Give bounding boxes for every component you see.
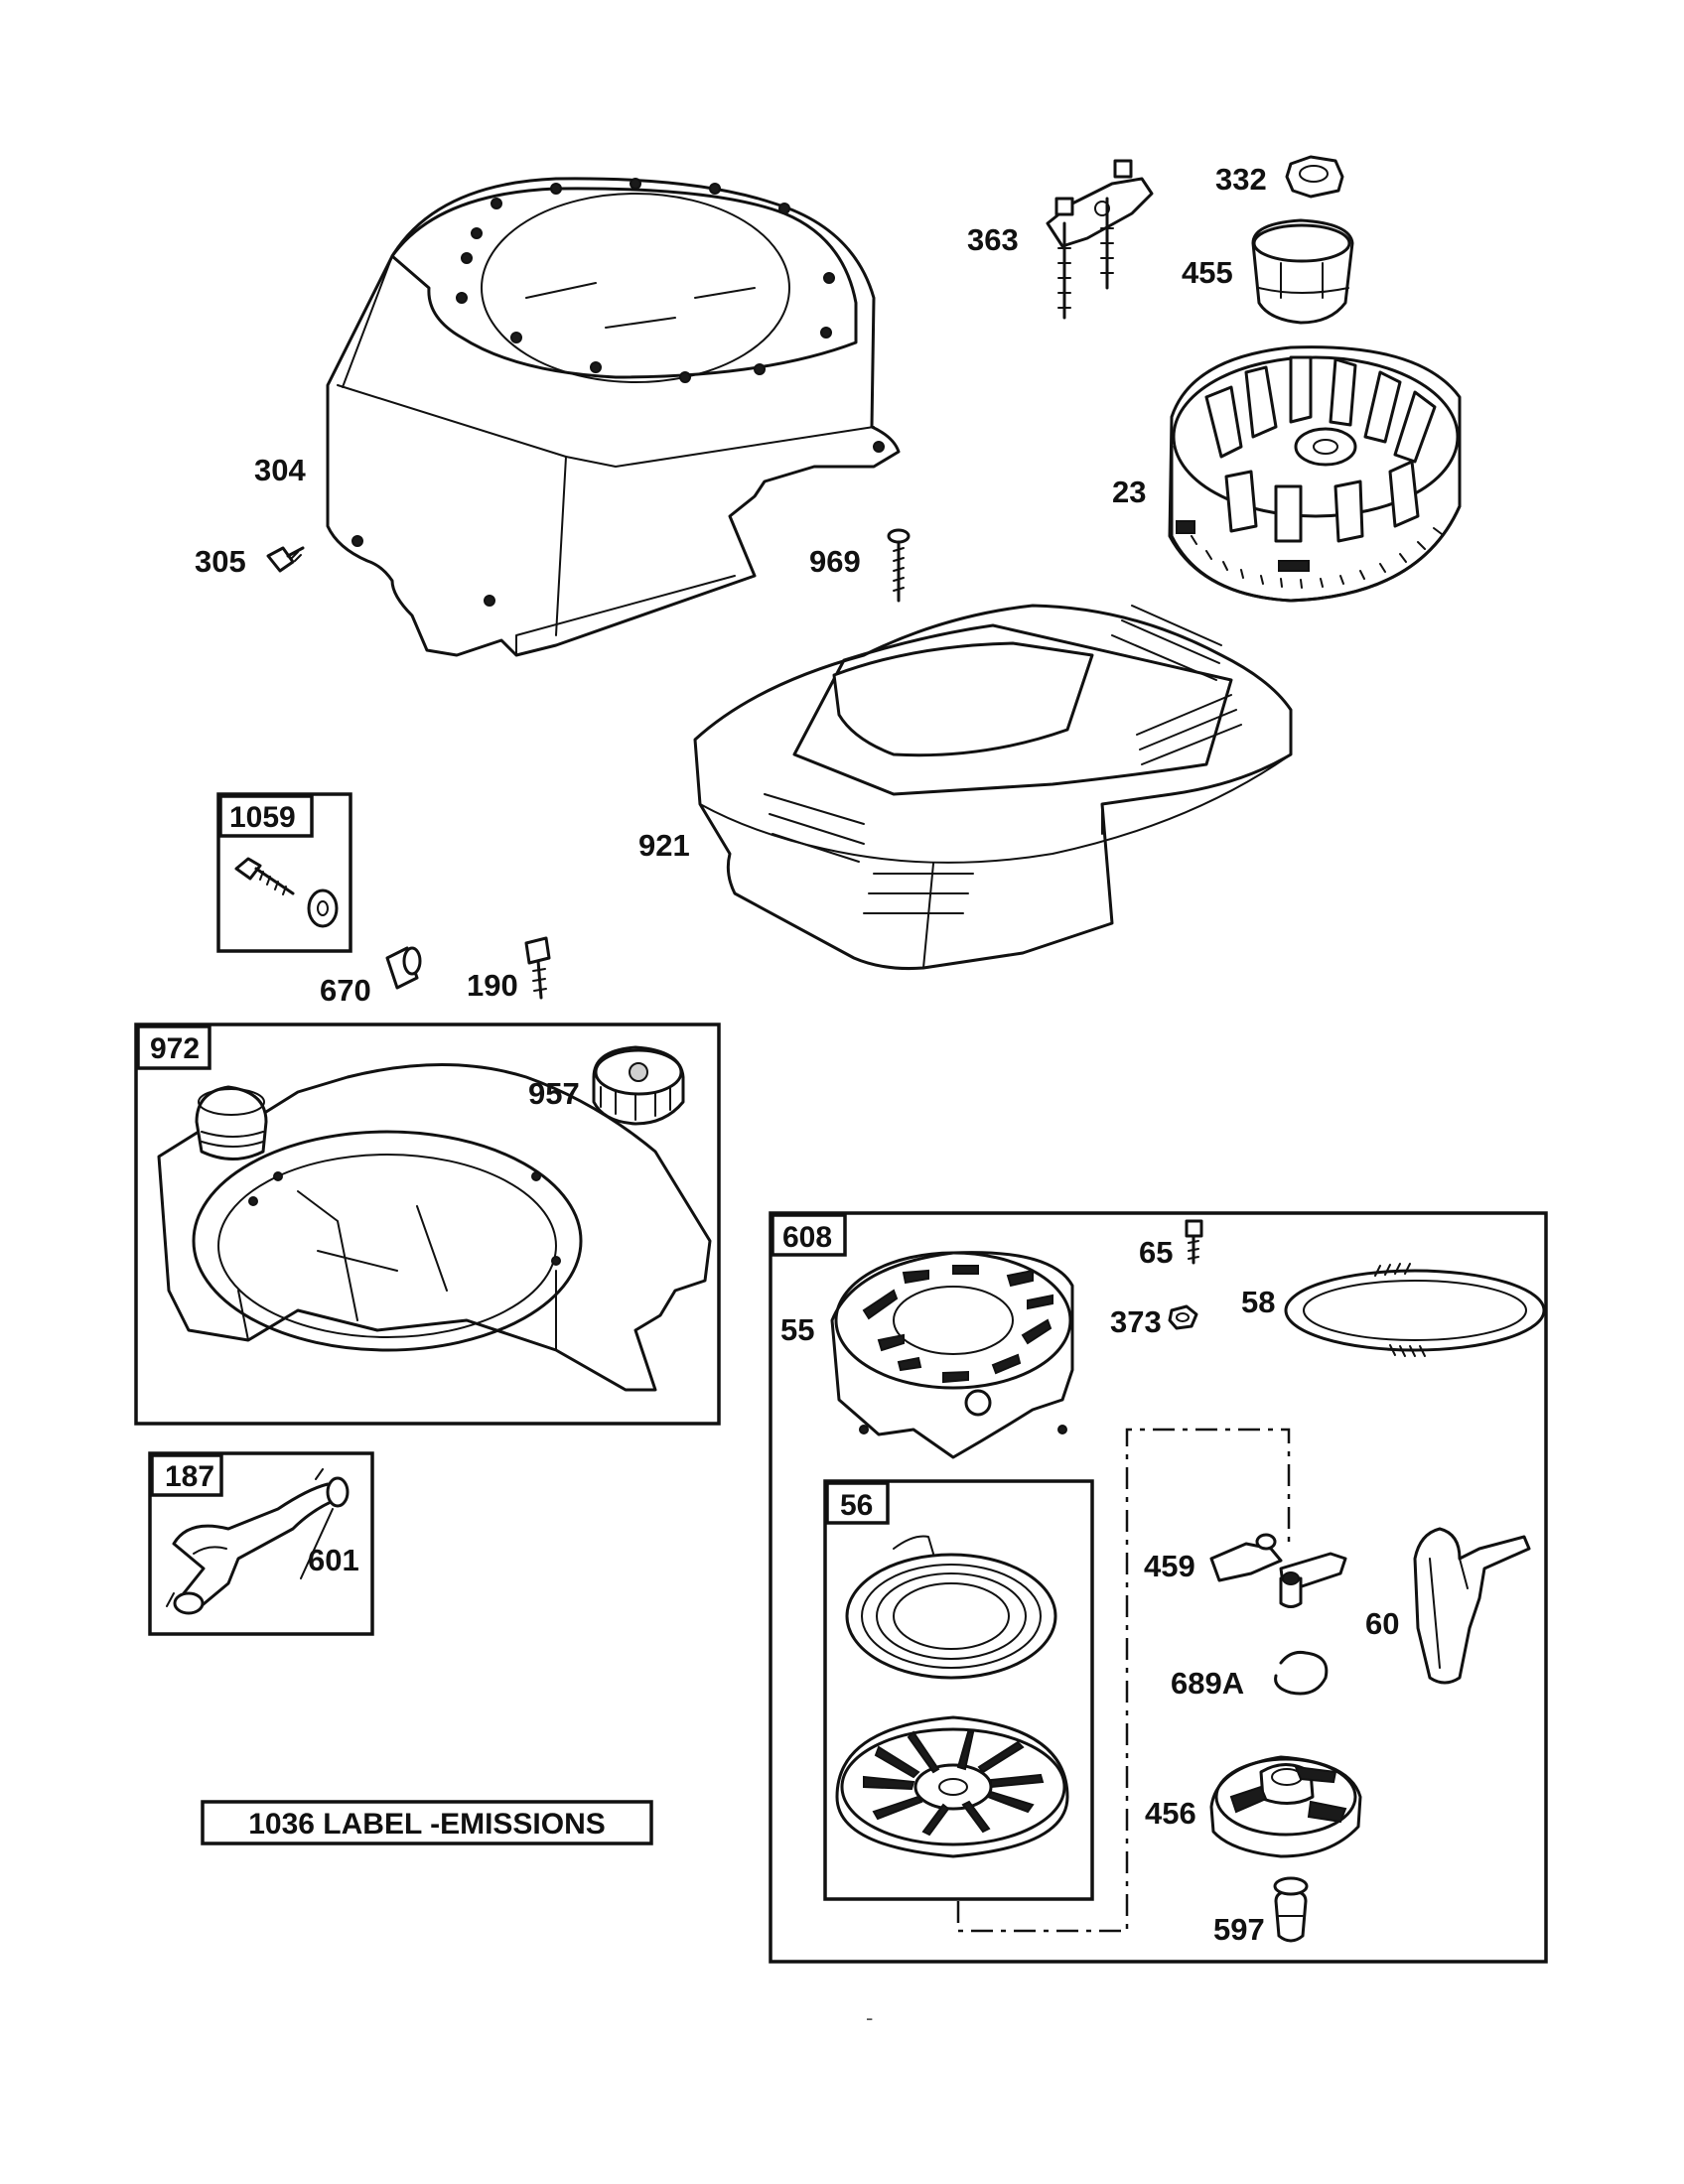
callout-190: 190: [467, 968, 518, 1003]
callout-601: 601: [308, 1543, 359, 1577]
housing-55: [830, 1251, 1074, 1459]
callout-332: 332: [1215, 162, 1267, 197]
box-label-1059: 1059: [229, 801, 296, 834]
box-label-187: 187: [165, 1460, 214, 1493]
callout-305: 305: [195, 544, 246, 579]
screw-597: [1273, 1876, 1309, 1943]
dog-459: [1209, 1533, 1347, 1608]
nut-332: [1285, 155, 1344, 199]
callout-456: 456: [1145, 1796, 1196, 1831]
callout-363: 363: [967, 222, 1019, 257]
screw-969: [887, 528, 911, 603]
callout-670: 670: [320, 973, 371, 1008]
callout-597: 597: [1213, 1912, 1265, 1947]
nut-373: [1168, 1304, 1198, 1330]
callout-60: 60: [1365, 1606, 1399, 1641]
box-972: [134, 1023, 721, 1426]
shroud-921: [693, 604, 1293, 971]
emissions-label-banner: 1036 LABEL -EMISSIONS: [201, 1800, 653, 1845]
callout-65: 65: [1139, 1235, 1173, 1270]
callout-23: 23: [1112, 475, 1146, 509]
ratchet-456: [1209, 1755, 1362, 1858]
ring-689a: [1274, 1651, 1329, 1696]
blower-housing-304: [326, 177, 901, 657]
emissions-label-text: 1036 LABEL -EMISSIONS: [248, 1808, 606, 1841]
screw-65: [1185, 1219, 1203, 1265]
callout-373: 373: [1110, 1304, 1162, 1339]
bushing-670: [385, 946, 422, 990]
bracket-363: [1046, 159, 1154, 320]
box-label-56: 56: [840, 1489, 873, 1522]
cap-957: [592, 1045, 685, 1126]
callout-304: 304: [254, 453, 306, 487]
box-187: [148, 1451, 374, 1636]
flywheel-23: [1168, 345, 1462, 603]
screw-305: [266, 546, 305, 573]
callout-689a: 689A: [1171, 1666, 1244, 1701]
footer-mark: -: [866, 2005, 873, 2030]
callout-459: 459: [1144, 1549, 1195, 1583]
rope-58: [1284, 1263, 1546, 1357]
callout-957: 957: [528, 1076, 580, 1111]
callout-455: 455: [1182, 255, 1233, 290]
box-label-972: 972: [150, 1032, 200, 1065]
handle-60: [1413, 1527, 1531, 1685]
box-1059: [216, 792, 352, 953]
callout-921: 921: [638, 828, 690, 863]
box-label-608: 608: [782, 1221, 832, 1254]
box-56: [823, 1479, 1094, 1901]
screw-190: [524, 936, 551, 1000]
cup-455: [1251, 218, 1354, 325]
box-608: [769, 1211, 1548, 1964]
callout-969: 969: [809, 544, 861, 579]
callout-55: 55: [780, 1312, 814, 1347]
callout-58: 58: [1241, 1285, 1275, 1319]
